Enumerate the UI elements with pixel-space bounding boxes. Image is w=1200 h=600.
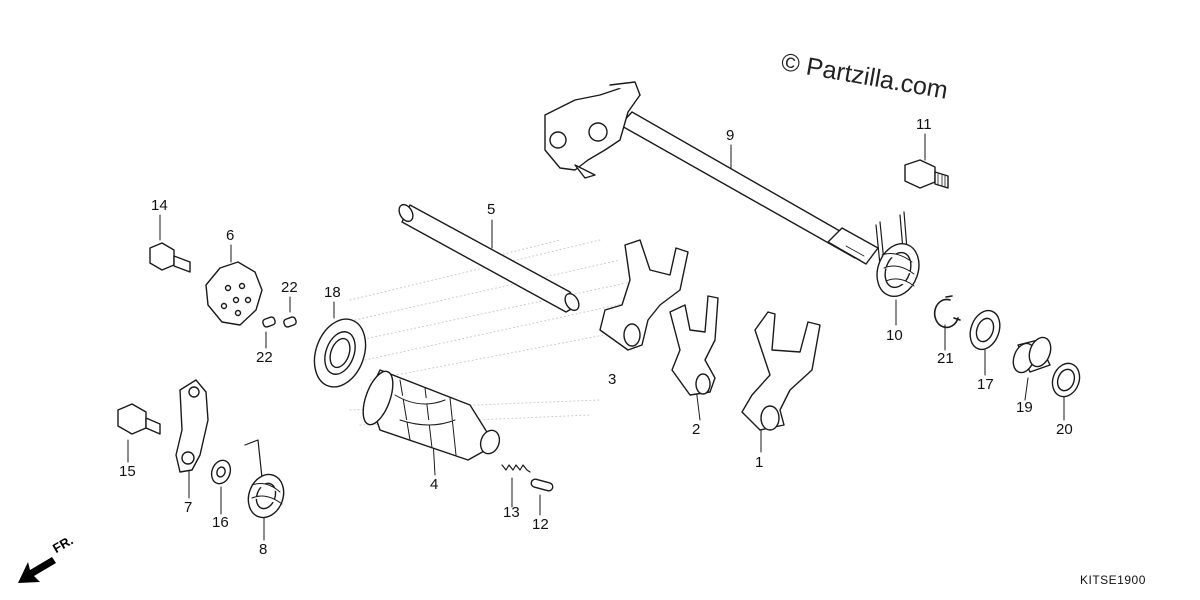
part-18-bearing [313, 318, 367, 388]
callout-12: 12 [532, 516, 549, 533]
callout-3: 3 [608, 371, 617, 388]
part-3-shift-fork [599, 239, 689, 351]
part-12-pin [530, 478, 554, 492]
callout-15: 15 [119, 463, 136, 480]
callout-5: 5 [487, 201, 496, 218]
front-direction-arrow [18, 557, 56, 583]
part-10-return-spring [875, 211, 920, 297]
part-1-shift-fork [741, 311, 821, 431]
callout-14: 14 [151, 197, 168, 214]
leader-lines [127, 133, 1065, 541]
part-4-shift-drum [362, 369, 501, 461]
part-17-washer [969, 309, 1001, 351]
part-9-shift-shaft [544, 81, 879, 265]
callout-17: 17 [977, 376, 994, 393]
callout-10: 10 [886, 327, 903, 344]
part-11-shift-bolt [904, 159, 949, 189]
callout-18: 18 [324, 284, 341, 301]
callout-13: 13 [503, 504, 520, 521]
part-6-stopper-plate [205, 261, 263, 326]
callout-21: 21 [937, 350, 954, 367]
part-16-washer [210, 459, 232, 485]
callout-22-upper: 22 [281, 279, 298, 296]
callout-8: 8 [259, 541, 268, 558]
callout-6: 6 [226, 227, 235, 244]
part-5-fork-shaft [398, 203, 580, 313]
part-8-stopper-spring [244, 439, 285, 519]
part-19-needle-bearing [1012, 336, 1052, 374]
part-13-spring [501, 464, 531, 473]
callout-22-lower: 22 [256, 349, 273, 366]
part-20-oil-seal [1051, 362, 1081, 398]
background-stipple [349, 239, 641, 426]
part-21-circlip [933, 295, 961, 329]
callout-19: 19 [1016, 399, 1033, 416]
part-7-stopper-arm [175, 379, 209, 473]
part-22-dowel-pins [262, 316, 297, 328]
part-2-shift-fork [669, 295, 719, 396]
callout-20: 20 [1056, 421, 1073, 438]
callout-9: 9 [726, 127, 735, 144]
callout-1: 1 [755, 454, 764, 471]
diagram-code: KITSE1900 [1080, 573, 1146, 587]
callout-16: 16 [212, 514, 229, 531]
part-14-bolt [149, 242, 191, 273]
callout-4: 4 [430, 476, 439, 493]
part-15-bolt [117, 403, 161, 435]
callout-7: 7 [184, 499, 193, 516]
callout-2: 2 [692, 421, 701, 438]
callout-11: 11 [916, 116, 932, 133]
